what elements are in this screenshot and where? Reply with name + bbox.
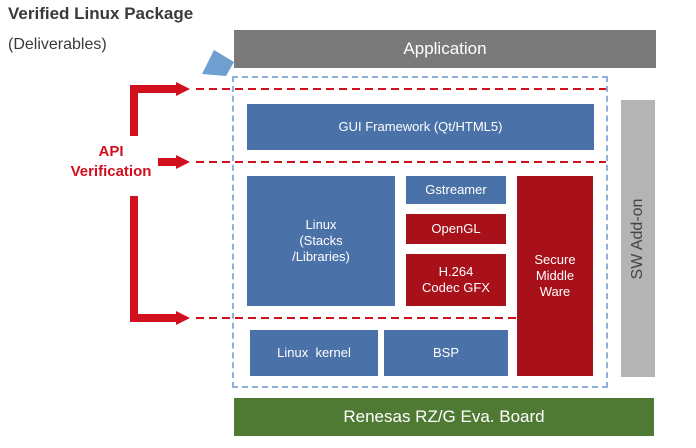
- secure-middleware-block: Secure Middle Ware: [517, 176, 593, 376]
- linux-stacks-block: Linux (Stacks /Libraries): [247, 176, 395, 306]
- verified-package-border: [232, 76, 608, 388]
- api-arrow-top-icon: [176, 82, 190, 96]
- api-bracket-top: [130, 85, 178, 136]
- gui-framework-block: GUI Framework (Qt/HTML5): [247, 104, 594, 150]
- api-arrow-middle-icon: [176, 155, 190, 169]
- h264-codec-block: H.264 Codec GFX: [406, 254, 506, 306]
- sw-addon-bar: SW Add-on: [621, 100, 655, 377]
- api-arrow-bottom-icon: [176, 311, 190, 325]
- page-title: Verified Linux Package: [8, 4, 194, 23]
- page-subtitle: (Deliverables): [8, 36, 107, 53]
- api-verification-label: API Verification: [70, 143, 152, 181]
- pointer-shape-icon: [202, 50, 234, 76]
- bsp-block: BSP: [384, 330, 508, 376]
- linux-kernel-block: Linux kernel: [250, 330, 378, 376]
- application-bar: Application: [234, 30, 656, 68]
- gstreamer-block: Gstreamer: [406, 176, 506, 204]
- opengl-block: OpenGL: [406, 214, 506, 244]
- board-bar: Renesas RZ/G Eva. Board: [234, 398, 654, 436]
- api-bracket-bottom: [130, 196, 178, 322]
